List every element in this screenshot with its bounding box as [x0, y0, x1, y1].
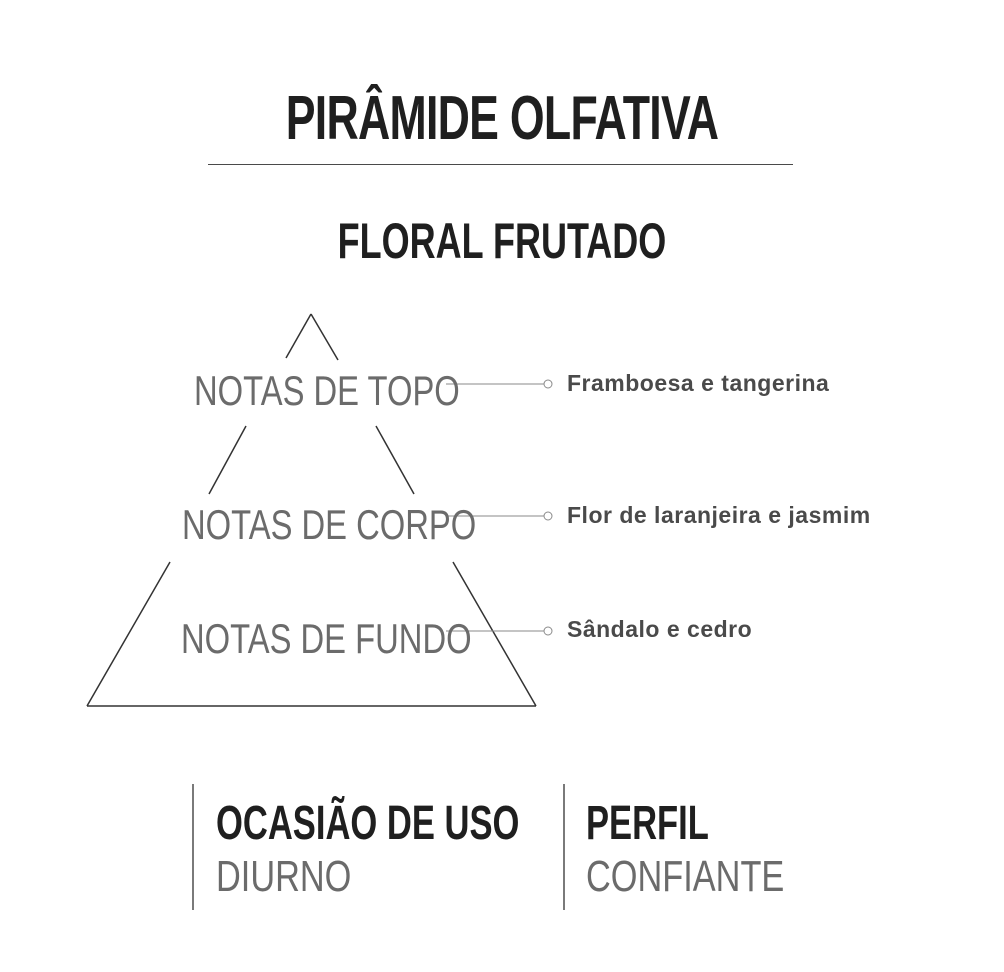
- pyramid-edge-right-top: [310, 313, 339, 361]
- connector-dot-bottom: [543, 626, 553, 636]
- fragrance-family: FLORAL FRUTADO: [337, 213, 667, 269]
- occasion-divider: [192, 784, 194, 910]
- title-divider: [208, 164, 793, 165]
- page-title: PIRÂMIDE OLFATIVA: [285, 84, 719, 153]
- pyramid-edge-left-mid: [208, 425, 247, 495]
- pyramid-edge-left-bottom: [86, 561, 171, 707]
- tier-label-bottom: NOTAS DE FUNDO: [181, 615, 472, 662]
- pyramid-edge-left-top: [285, 313, 312, 359]
- profile-heading: PERFIL: [586, 797, 709, 850]
- tier-label-top: NOTAS DE TOPO: [194, 367, 460, 414]
- tier-label-middle: NOTAS DE CORPO: [182, 501, 477, 548]
- connector-dot-top: [543, 379, 553, 389]
- pyramid-edge-right-bottom: [452, 561, 537, 707]
- note-middle: Flor de laranjeira e jasmim: [567, 502, 871, 528]
- connector-dot-middle: [543, 511, 553, 521]
- note-top: Framboesa e tangerina: [567, 370, 830, 396]
- profile-divider: [563, 784, 565, 910]
- occasion-value: DIURNO: [216, 852, 352, 901]
- occasion-heading: OCASIÃO DE USO: [216, 797, 520, 850]
- pyramid-edge-right-mid: [375, 425, 415, 495]
- profile-value: CONFIANTE: [586, 852, 785, 901]
- note-bottom: Sândalo e cedro: [567, 616, 753, 642]
